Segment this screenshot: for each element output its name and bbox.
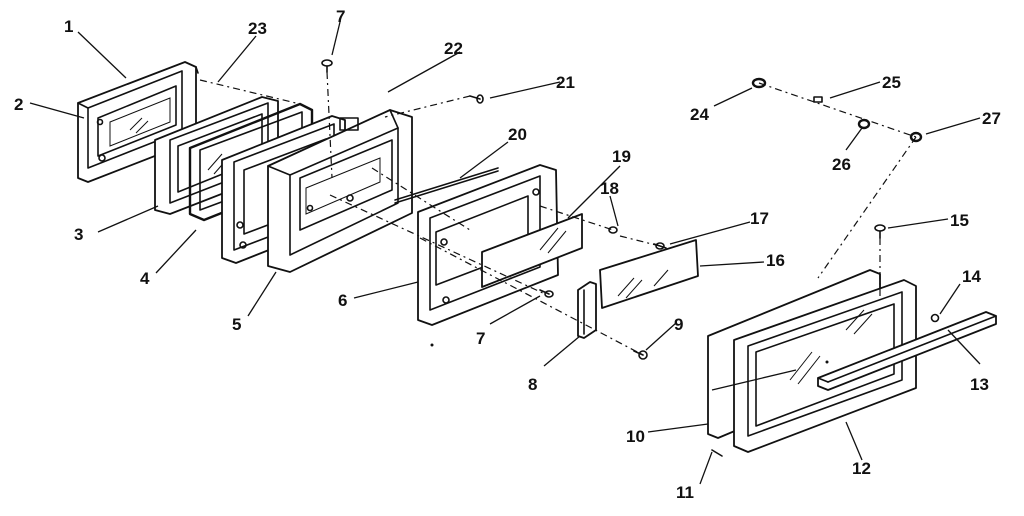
callout-7-top: 7 — [336, 7, 345, 26]
callout-6: 6 — [338, 291, 347, 310]
callout-19: 19 — [612, 147, 631, 166]
part-rear-frame — [77, 61, 199, 183]
callout-13: 13 — [970, 375, 989, 394]
callout-21: 21 — [556, 73, 575, 92]
callout-2: 2 — [14, 95, 23, 114]
callout-8: 8 — [528, 375, 537, 394]
callout-5: 5 — [232, 315, 241, 334]
callout-23: 23 — [248, 19, 267, 38]
callout-18: 18 — [600, 179, 619, 198]
leader-lines — [29, 21, 981, 485]
callout-15: 15 — [950, 211, 969, 230]
part-handle — [817, 311, 997, 391]
part-outer-frame — [733, 279, 917, 453]
callout-7-lower: 7 — [476, 329, 485, 348]
callout-25: 25 — [882, 73, 901, 92]
callout-9: 9 — [674, 315, 683, 334]
callout-26: 26 — [832, 155, 851, 174]
callout-11: 11 — [676, 483, 694, 502]
part-bracket — [577, 281, 597, 339]
callout-14: 14 — [962, 267, 981, 286]
callout-16: 16 — [766, 251, 785, 270]
part-rod — [394, 167, 499, 204]
callout-20: 20 — [508, 125, 527, 144]
part-main-door-panel — [267, 109, 413, 273]
callout-labels: 1 2 3 4 5 6 7 7 8 9 10 11 12 13 14 15 16… — [14, 7, 1001, 502]
callout-10: 10 — [626, 427, 645, 446]
callout-27: 27 — [982, 109, 1001, 128]
part-small-glass — [599, 239, 699, 309]
hardware-items — [321, 59, 940, 457]
assembly-lines — [199, 71, 917, 356]
callout-22: 22 — [444, 39, 463, 58]
callout-4: 4 — [140, 269, 150, 288]
part-middle-panel — [417, 164, 559, 326]
callout-24: 24 — [690, 105, 709, 124]
part-window-glass — [481, 213, 583, 288]
callout-17: 17 — [750, 209, 769, 228]
callout-12: 12 — [852, 459, 871, 478]
callout-3: 3 — [74, 225, 83, 244]
callout-1: 1 — [64, 17, 73, 36]
